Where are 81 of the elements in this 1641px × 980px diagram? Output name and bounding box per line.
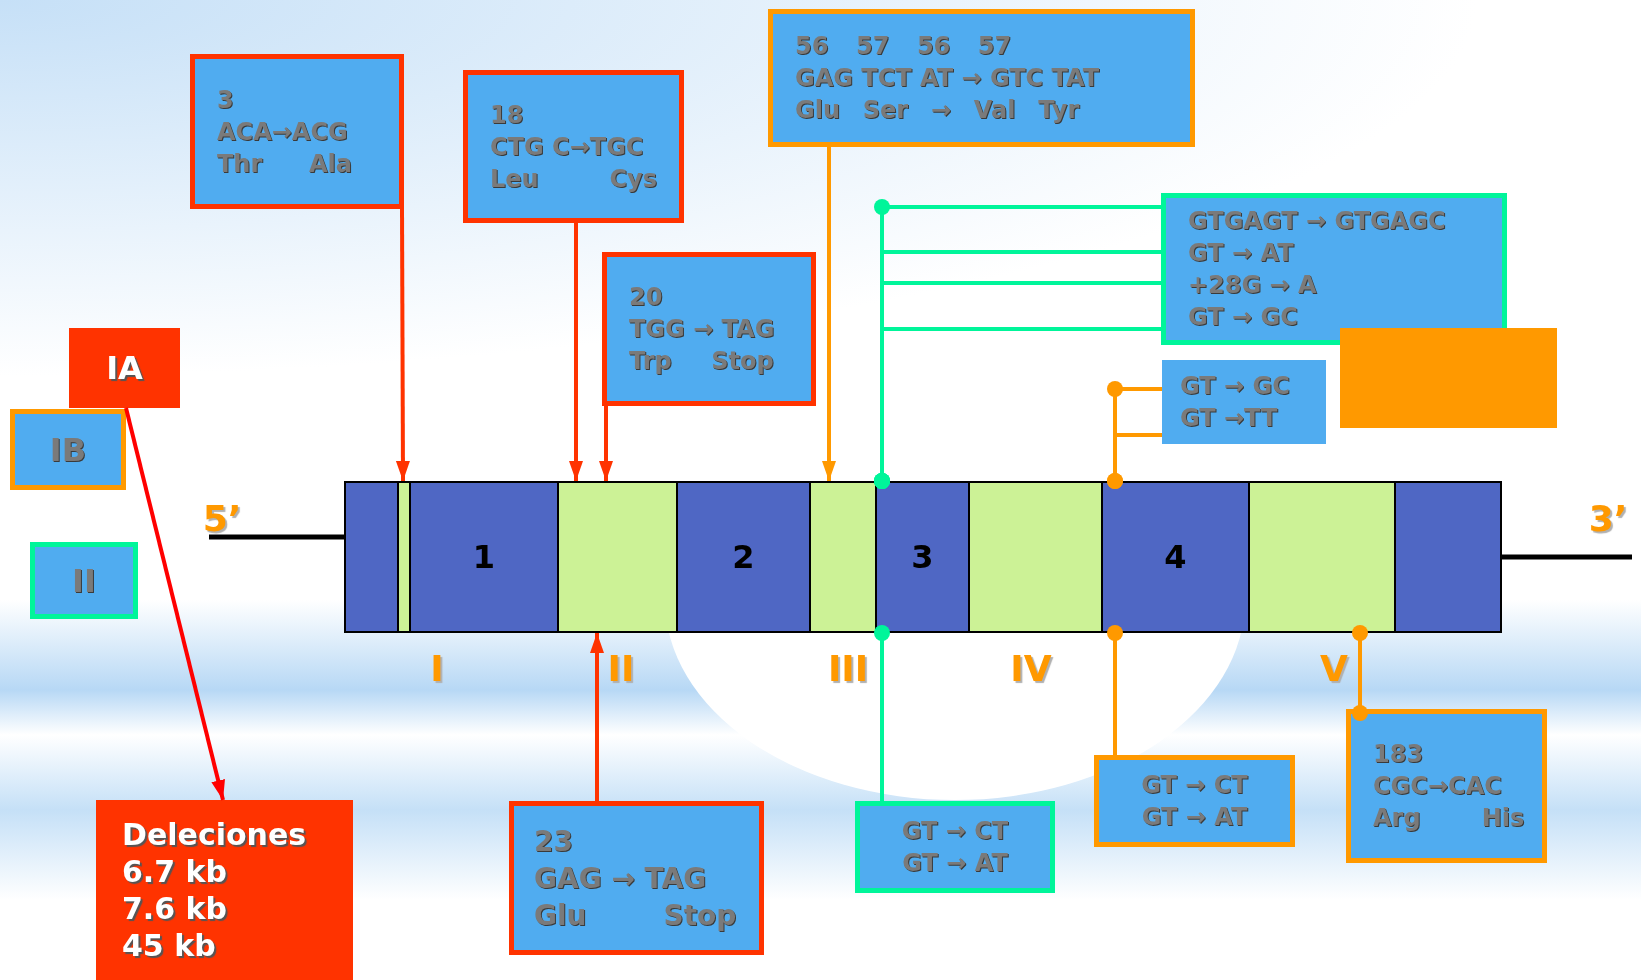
arrow [822, 147, 836, 481]
node-text: Trp Stop [629, 346, 774, 377]
arrow [124, 407, 225, 801]
mutation-box [509, 801, 764, 955]
node-text: CGC→CAC [1373, 771, 1502, 802]
node-text: Arg His [1373, 803, 1525, 834]
node-text: GT → GC [1180, 371, 1290, 402]
strand-end-label: 3’ [1588, 497, 1628, 539]
node-text: GT → CT [1141, 770, 1248, 801]
mutation-box [190, 54, 404, 209]
arrow [590, 633, 604, 801]
node-text: GT → AT [1188, 238, 1294, 269]
intron-segment [809, 481, 877, 633]
deletions-box [96, 800, 353, 980]
node-text: CTG C→TGC [490, 131, 644, 163]
exon-segment [344, 481, 399, 633]
node-text: II [72, 564, 96, 597]
intron-segment [1248, 481, 1396, 633]
node-text: GAG TCT AT → GTC TAT [795, 63, 1100, 94]
mutation-box [1161, 193, 1507, 345]
connector-line [1107, 625, 1123, 755]
node-text: Thr Ala [217, 148, 353, 180]
node-text: 3 [217, 84, 234, 116]
exon-segment [409, 481, 559, 633]
node-text: GTGAGT → GTGAGC [1188, 206, 1446, 237]
legend-box [30, 542, 138, 619]
mutation-box [1094, 755, 1295, 847]
mutation-box [463, 70, 684, 223]
node-text: Leu Cys [490, 163, 657, 195]
filled-rectangle [1340, 328, 1557, 428]
arrow [395, 209, 410, 481]
legend-box [10, 409, 126, 490]
connector-line [1107, 433, 1162, 489]
mutation-box [768, 9, 1195, 147]
node-text: 7.6 kb [122, 890, 227, 927]
connector-line [874, 625, 890, 801]
mutation-box [602, 252, 816, 406]
node-text: 183 [1373, 739, 1424, 770]
node-text: 20 [629, 282, 663, 313]
intron-label: III [827, 647, 869, 689]
intron-label: V [1320, 647, 1348, 689]
intron-label: IV [1010, 647, 1052, 689]
mutation-box [1162, 360, 1326, 444]
node-text: 45 kb [122, 927, 216, 964]
intron-segment [968, 481, 1103, 633]
legend-box [69, 328, 180, 408]
node-text: GAG → TAG [534, 860, 707, 897]
exon-segment [875, 481, 970, 633]
mutation-box [855, 801, 1055, 893]
node-text: GT → GC [1188, 302, 1298, 333]
node-text: 23 [534, 823, 573, 860]
intron-label: II [607, 647, 635, 689]
node-text: IA [106, 352, 143, 384]
node-text: 1 [472, 541, 496, 573]
node-text: GT →TT [1180, 403, 1278, 434]
connector-line [874, 327, 1161, 489]
node-text: TGG → TAG [629, 314, 775, 345]
node-text: GT → AT [902, 848, 1008, 879]
node-text: 56 57 56 57 [795, 31, 1012, 62]
node-text: 18 [490, 99, 524, 131]
node-text: Glu Stop [534, 897, 737, 934]
node-text: 4 [1164, 541, 1187, 573]
node-text: Deleciones [122, 816, 307, 853]
node-text: 6.7 kb [122, 853, 227, 890]
node-text: 2 [732, 541, 755, 573]
node-text: ACA→ACG [217, 116, 348, 148]
exon-segment [676, 481, 811, 633]
exon-segment [1394, 481, 1502, 633]
mutation-box [1346, 709, 1547, 863]
intron-segment [557, 481, 678, 633]
exon-segment [1101, 481, 1250, 633]
node-text: +28G → A [1188, 270, 1317, 301]
arrow [599, 406, 613, 481]
node-text: GT → CT [901, 816, 1009, 847]
node-text: IB [49, 433, 87, 466]
node-text: GT → AT [1141, 802, 1248, 833]
node-text: 3 [911, 541, 934, 573]
strand-end-label: 5’ [202, 497, 242, 539]
arrow [569, 223, 583, 481]
node-text: Glu Ser → Val Tyr [795, 95, 1080, 126]
intron-label: I [430, 647, 444, 689]
